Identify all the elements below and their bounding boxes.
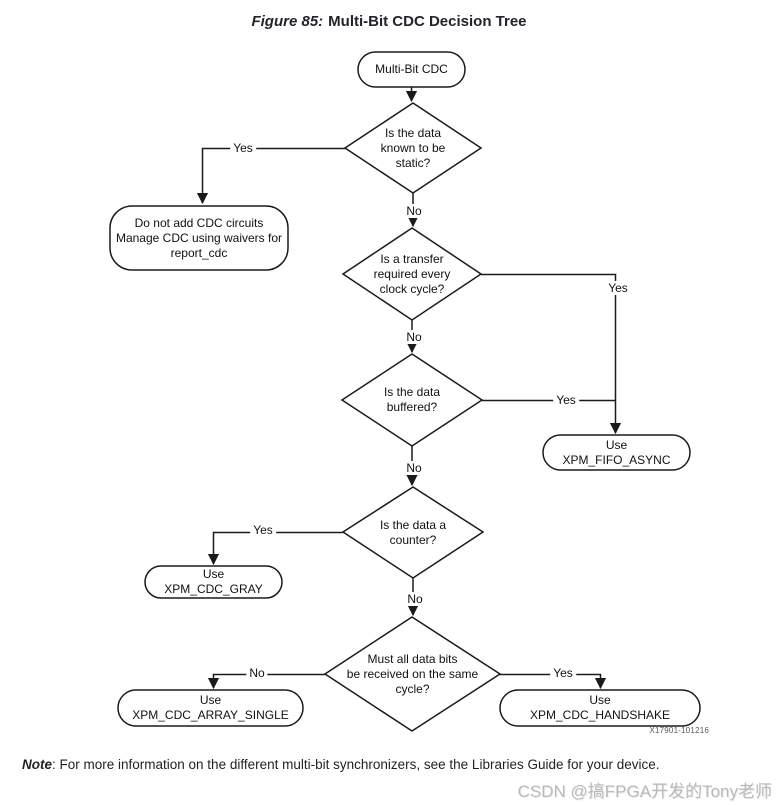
figure-title: Figure 85:Multi-Bit CDC Decision Tree [0,13,778,30]
figure-name: Multi-Bit CDC Decision Tree [328,13,527,30]
connector-samecycle-yes [500,673,607,690]
decision-samecycle-shape [323,616,502,732]
figure-number: Figure 85: [251,13,324,30]
waivers-node-shape [109,205,289,271]
connector-samecycle-no [207,673,325,690]
connector-static-yes [196,147,345,205]
connector-counter-yes [207,531,343,566]
handshake-node-shape [499,689,701,727]
note-body: : For more information on the different … [52,757,660,772]
cdc-gray-node-shape [144,565,283,599]
decision-static-shape [343,102,483,194]
start-node-shape [357,51,466,88]
note-text: Note: For more information on the differ… [22,756,748,774]
note-label: Note [22,757,52,772]
array-single-node-shape [117,689,304,727]
figure-id: X17901-101216 [649,726,709,735]
watermark: CSDN @搞FPGA开发的Tony老师 [517,782,772,801]
decision-transfer-shape [341,227,483,321]
connector-transfer-yes [481,273,622,435]
decision-counter-shape [341,486,485,579]
fifo-async-node-shape [542,434,691,471]
decision-buffered-shape [340,353,484,447]
